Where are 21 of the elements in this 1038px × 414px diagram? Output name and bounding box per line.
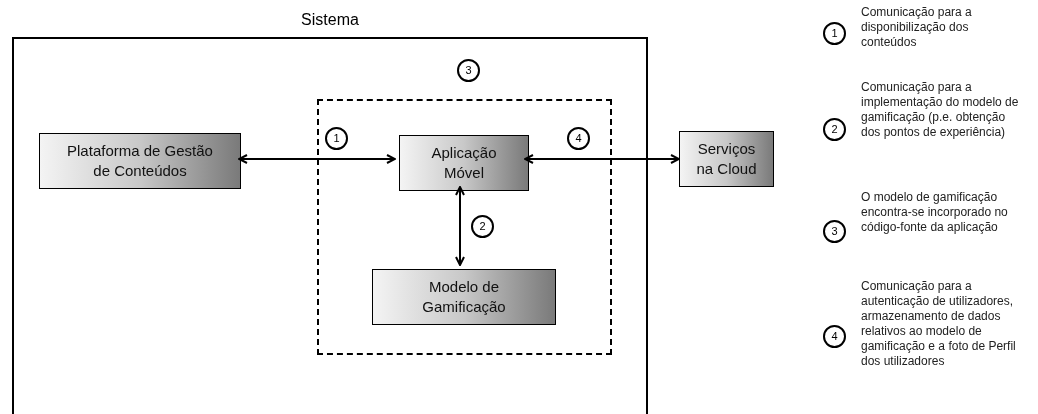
process-box: Plataforma de Gestão de Conteúdos [39,133,241,189]
circled-number: 4 [567,127,590,150]
note-text: Comunicação para a implementação do modelo de gamificação (p.e. obtenção dos pontos de experiência) [861,80,1020,140]
circled-number: 1 [823,22,846,45]
process-box: Serviços na Cloud [679,131,774,187]
process-box: Aplicação Móvel [399,135,529,191]
note-text: Comunicação para a autenticação de utilizadores, armazenamento de dados relativos ao modelo de gamificação e a foto de Perfil dos utilizadores [861,279,1017,369]
double-arrow [238,154,396,164]
note-text: Comunicação para a disponibilização dos conteúdos [861,5,973,50]
circled-number: 3 [823,220,846,243]
process-box: Modelo de Gamificação [372,269,556,325]
double-arrow [524,154,680,164]
frame-title: Sistema [300,10,360,30]
note-text: O modelo de gamificação encontra-se incorporado no código-fonte da aplicação [861,190,1009,235]
circled-number: 1 [325,127,348,150]
circled-number: 2 [823,118,846,141]
circled-number: 2 [471,215,494,238]
double-arrow [455,186,465,266]
circled-number: 3 [457,59,480,82]
circled-number: 4 [823,325,846,348]
dashed-boundary [317,99,612,355]
